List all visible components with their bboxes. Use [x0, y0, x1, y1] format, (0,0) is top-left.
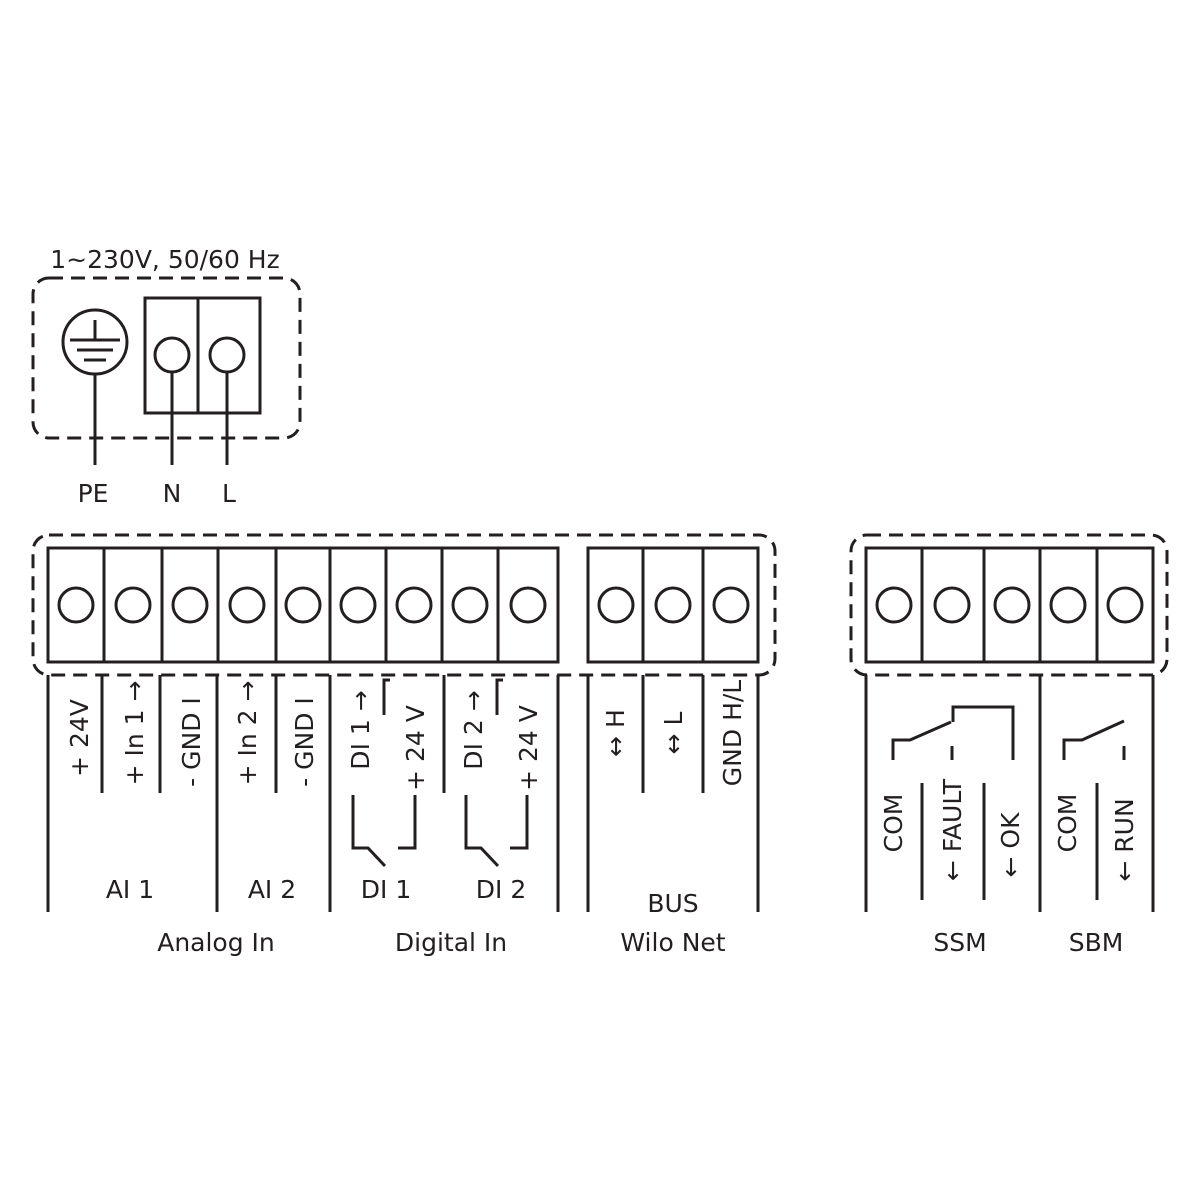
relay-terminal-strip [864, 546, 1155, 664]
section-analog-in: Analog In [157, 928, 275, 957]
section-wilo-net: Wilo Net [620, 928, 725, 957]
label-bus-gnd: GND H/L [718, 680, 747, 786]
label-fault: ← FAULT [938, 778, 967, 881]
section-ssm: SSM [933, 928, 986, 957]
bus-terminal-strip [586, 546, 760, 664]
label-gnd2: - GND I [290, 697, 319, 787]
power-supply-title: 1~230V, 50/60 Hz [50, 245, 279, 274]
sbm-relay-contact-icon [1062, 719, 1126, 760]
label-ok: ← OK [996, 812, 1025, 878]
label-in1: + In 1 → [120, 681, 149, 786]
bus-terminal-screws [597, 586, 750, 624]
di1-contact-icon [351, 795, 417, 868]
power-terminal-strip [143, 296, 262, 415]
label-di1: DI 1 → [346, 690, 375, 769]
io-terminal-screws [57, 586, 547, 624]
label-run: ← RUN [1110, 798, 1139, 881]
label-n: N [163, 479, 182, 508]
io-block-outline [31, 533, 777, 677]
earth-ground-icon [61, 308, 129, 376]
label-gnd1: - GND I [177, 697, 206, 787]
power-supply-block: 1~230V, 50/60 Hz PE N L [31, 245, 302, 508]
relay-block: COM ← FAULT ← OK COM ← RUN SSM SBM [849, 533, 1169, 957]
terminal-l [208, 336, 246, 374]
group-ai2: AI 2 [248, 875, 296, 904]
label-pe: PE [78, 479, 109, 508]
group-ai1: AI 1 [106, 875, 154, 904]
group-bus: BUS [647, 889, 698, 918]
label-in2: + In 2 → [233, 681, 262, 786]
label-di1-24v: + 24 V [401, 705, 430, 791]
power-block-outline [31, 276, 302, 440]
label-di2-24v: + 24 V [514, 705, 543, 791]
relay-terminal-screws [875, 586, 1144, 624]
label-bus-h: ↔ H [601, 709, 630, 757]
relay-separator-lines [864, 675, 1155, 912]
label-sbm-com: COM [1053, 794, 1082, 853]
io-terminal-strip [46, 546, 560, 664]
relay-block-outline [849, 533, 1169, 677]
section-sbm: SBM [1069, 928, 1124, 957]
label-l: L [222, 479, 236, 508]
label-ai-24v: + 24V [65, 699, 94, 777]
label-bus-l: ↔ L [659, 712, 688, 755]
group-di2: DI 2 [476, 875, 526, 904]
terminal-n [153, 336, 191, 374]
ssm-relay-contact-icon [891, 705, 1015, 760]
io-separator-lines [46, 675, 760, 912]
section-digital-in: Digital In [395, 928, 507, 957]
label-ssm-com: COM [879, 794, 908, 853]
group-di1: DI 1 [361, 875, 411, 904]
io-block: + 24V + In 1 → - GND I + In 2 → - GND I … [31, 533, 777, 957]
label-di2: DI 2 → [459, 690, 488, 769]
di2-contact-icon [464, 795, 529, 868]
